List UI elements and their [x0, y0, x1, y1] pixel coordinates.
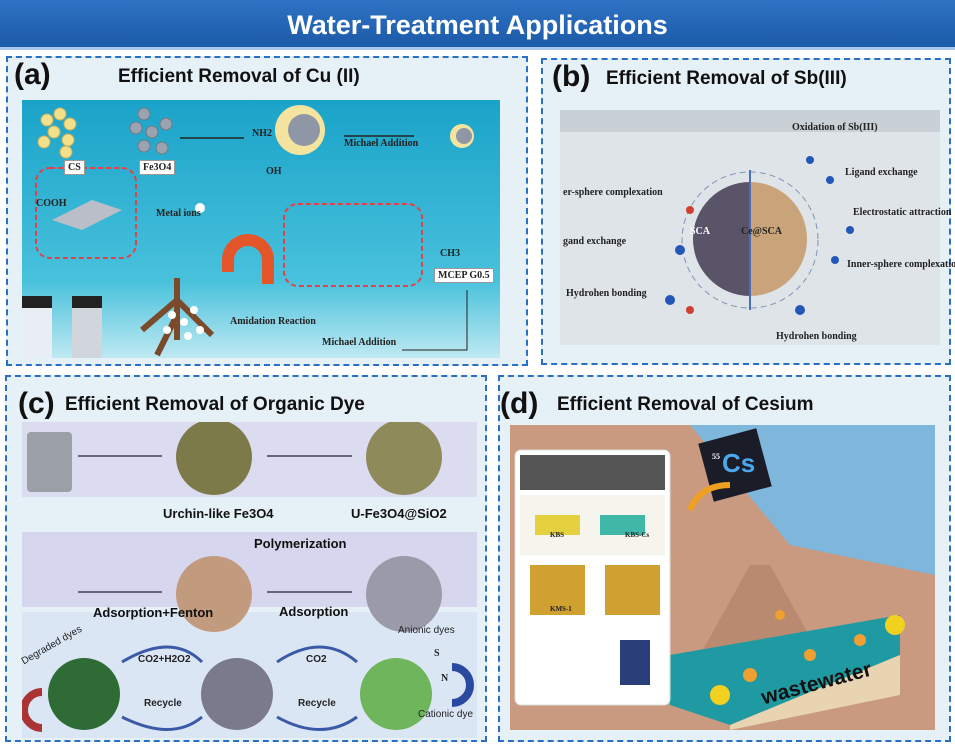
michael-addition-bottom: Michael Addition: [322, 337, 397, 348]
cs-label: CS: [64, 160, 85, 175]
panel-d-title: Efficient Removal of Cesium: [557, 394, 814, 415]
cooh-label: COOH: [36, 198, 67, 209]
amidation-label: Amidation Reaction: [230, 316, 316, 327]
inner-sphere-right: Inner-sphere complexation: [847, 259, 955, 270]
adsorption-fenton-label: Adsorption+Fenton: [93, 605, 214, 620]
ch3-label: CH3: [440, 248, 460, 259]
panel-c-illustration: [22, 422, 477, 738]
adsorption-label: Adsorption: [279, 604, 349, 619]
panel-b-illustration: [560, 110, 940, 345]
recycle-left-label: Recycle: [144, 698, 182, 709]
panel-d-label: (d): [500, 387, 539, 420]
panel-c-label: (c): [18, 387, 55, 420]
fe3o4-label: Fe3O4: [139, 160, 176, 175]
panel-b-label: (b): [552, 60, 591, 93]
panel-a-label: (a): [14, 58, 51, 91]
panel-c-title: Efficient Removal of Organic Dye: [65, 394, 365, 415]
michael-addition-top: Michael Addition: [344, 138, 419, 149]
oh-label: OH: [266, 166, 282, 177]
recycle-right-label: Recycle: [298, 698, 336, 709]
panel-b-title: Efficient Removal of Sb(III): [606, 68, 847, 89]
urchin-fe3o4-label: Urchin-like Fe3O4: [163, 506, 274, 521]
kms-label: KMS-1: [550, 605, 572, 613]
co2-h2o2-label: CO2+H2O2: [138, 654, 191, 665]
hbond-left: Hydrohen bonding: [566, 288, 647, 299]
kbs-label: KBS: [550, 531, 565, 539]
electrostatic-label: Electrostatic attraction: [853, 207, 952, 218]
mcep-label: MCEP G0.5: [434, 268, 494, 283]
cesium-number: 55: [712, 452, 720, 461]
anionic-dyes-label: Anionic dyes: [398, 625, 455, 636]
magnet-s-label: S: [434, 648, 440, 659]
cesca-label: Ce@SCA: [741, 226, 782, 237]
magnet-n-label: N: [441, 673, 449, 684]
metal-ions-label: Metal ions: [156, 208, 201, 219]
polymerization-label: Polymerization: [254, 536, 347, 551]
inner-sphere-left: er-sphere complexation: [563, 187, 663, 198]
hbond-right: Hydrohen bonding: [776, 331, 857, 342]
cationic-dye-label: Cationic dye: [418, 709, 474, 720]
ligand-exchange-right: Ligand exchange: [845, 167, 918, 178]
oxidation-label: Oxidation of Sb(III): [792, 122, 878, 133]
ligand-exchange-left: gand exchange: [563, 236, 627, 247]
u-fe3o4-sio2-label: U-Fe3O4@SiO2: [351, 506, 447, 521]
panel-d-illustration: [510, 425, 935, 730]
sca-label: SCA: [690, 226, 711, 237]
cesium-symbol: Cs: [722, 448, 756, 478]
kbs-cs-label: KBS-Cs: [625, 531, 650, 539]
panel-a-title: Efficient Removal of Cu (II): [118, 66, 360, 87]
figure-title: Water-Treatment Applications: [287, 10, 668, 40]
co2-label: CO2: [306, 654, 327, 665]
panel-a-illustration: [22, 100, 500, 358]
nh2-label: NH2: [252, 128, 272, 139]
figure-header: Water-Treatment Applications: [0, 0, 955, 50]
